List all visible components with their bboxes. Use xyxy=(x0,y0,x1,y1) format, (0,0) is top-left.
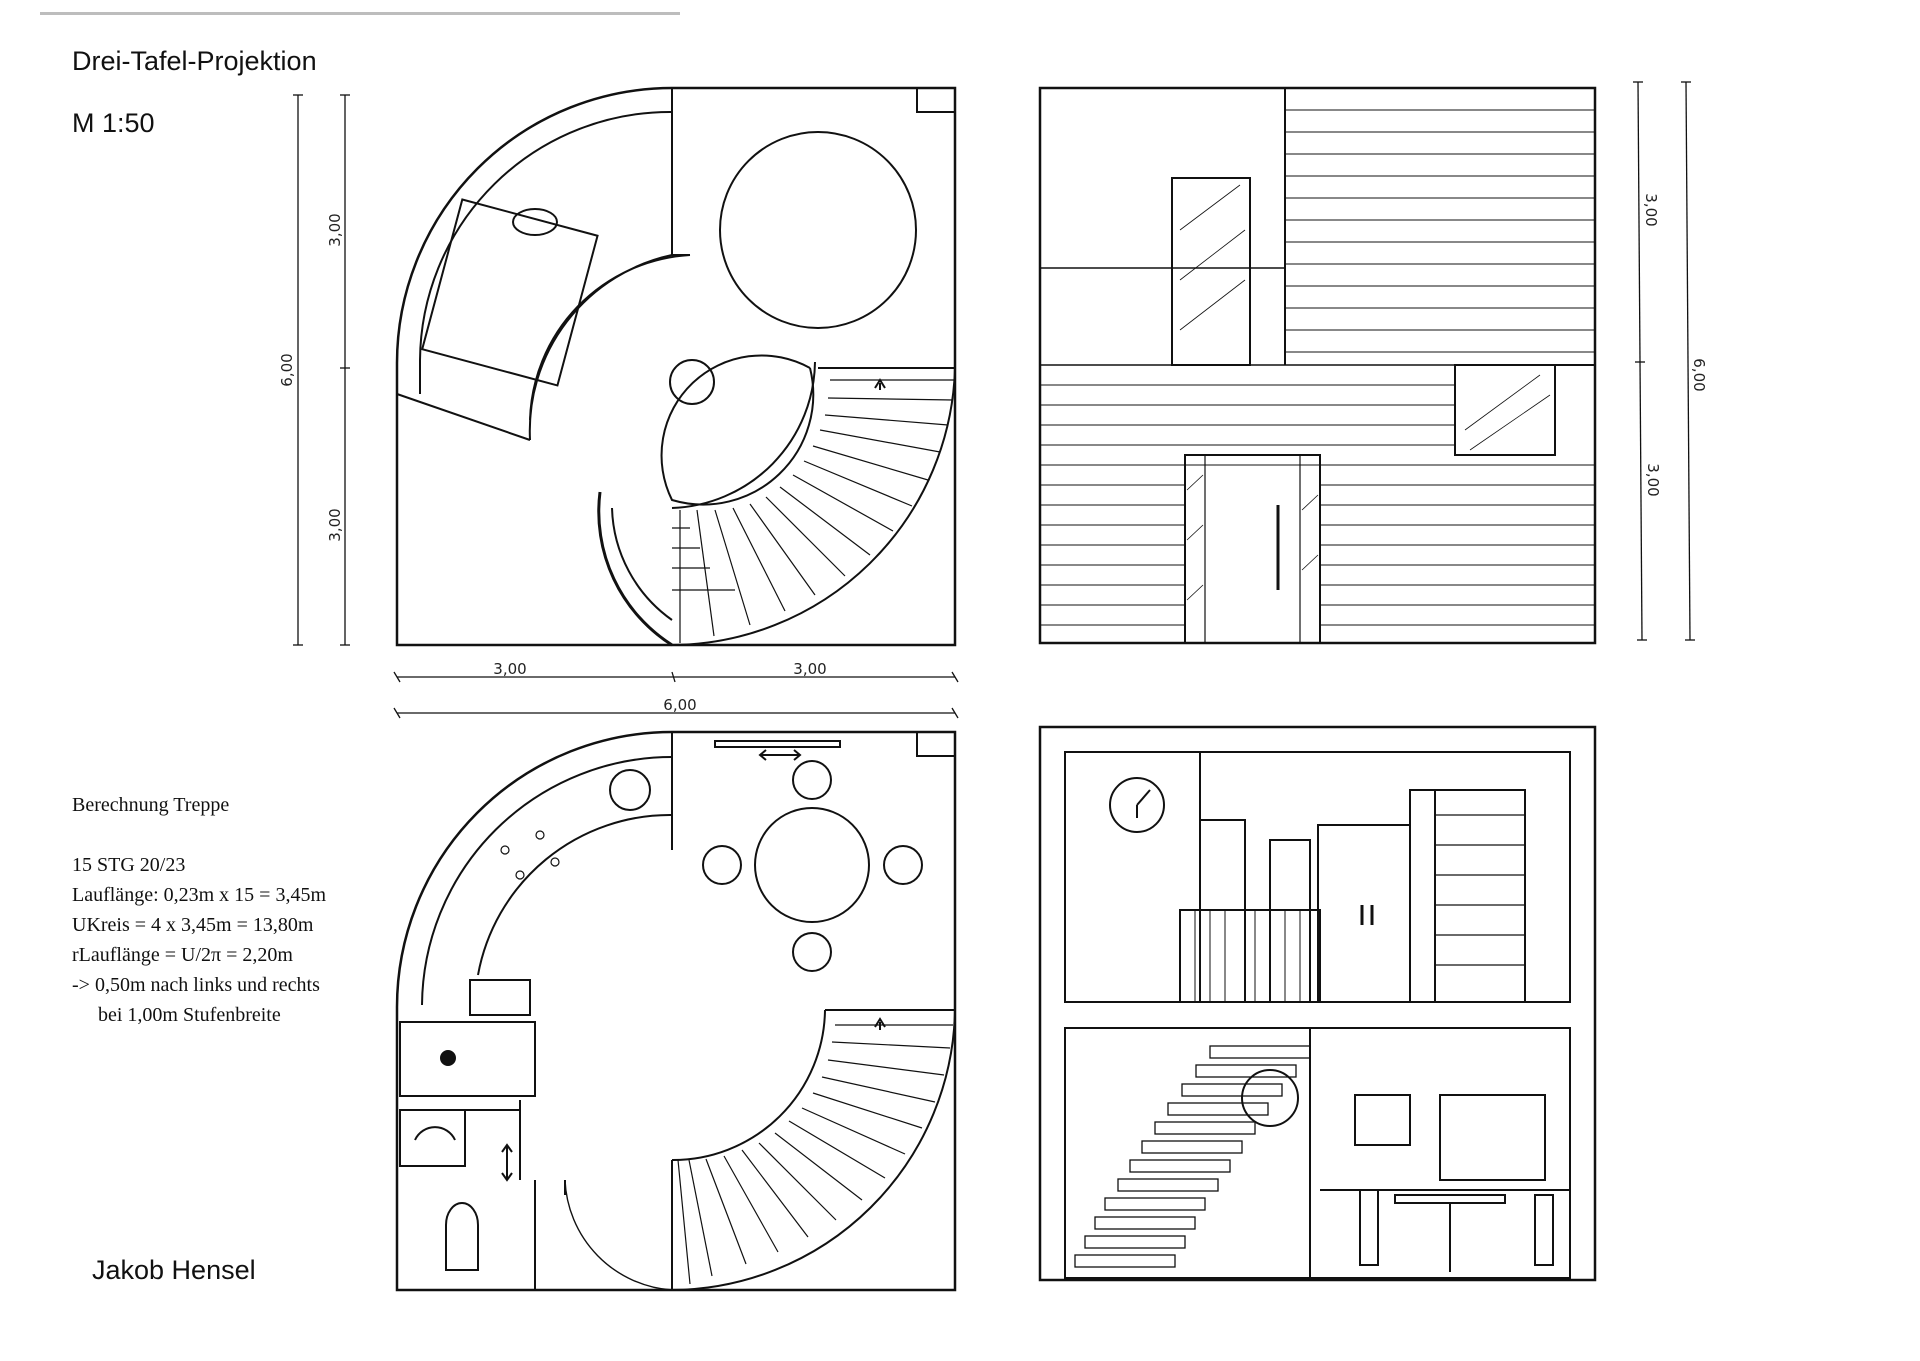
dim-elevation-vertical: 3,00 xyxy=(1642,193,1660,226)
side-table xyxy=(669,359,715,405)
pillow xyxy=(512,208,558,236)
fridge xyxy=(1439,1094,1546,1181)
column xyxy=(916,731,956,757)
dim-elevation-vertical: 3,00 xyxy=(1644,463,1662,496)
building-section xyxy=(1038,725,1597,1282)
washbasin-bowl xyxy=(414,1126,456,1141)
stair-direction-arrow-icon xyxy=(874,1017,886,1030)
chair xyxy=(702,845,742,885)
gallery-edge xyxy=(528,254,690,441)
dim-plan-vertical: 3,00 xyxy=(326,213,344,246)
sliding-arrow-icon xyxy=(758,749,802,761)
glass-hatching xyxy=(1179,184,1551,601)
stair-calculation: Berechnung Treppe 15 STG 20/23 Lauflänge… xyxy=(72,790,326,1030)
plan-dimension-lines xyxy=(293,94,959,719)
floating-stair-steps xyxy=(1074,1045,1311,1268)
calculation-line: Lauflänge: 0,23m x 15 = 3,45m xyxy=(72,884,327,906)
cooktop xyxy=(500,830,560,880)
plan-outline xyxy=(395,86,957,647)
washbasin xyxy=(399,1109,466,1167)
gallery-opening xyxy=(660,354,815,506)
lower-room xyxy=(1064,1027,1571,1279)
wall-clock xyxy=(1241,1069,1299,1127)
sheet-border-line xyxy=(40,12,680,15)
dining-table xyxy=(754,807,870,923)
chair xyxy=(883,845,923,885)
gallery-edge-inner xyxy=(529,254,691,421)
calculation-line: UKreis = 4 x 3,45m = 13,80m xyxy=(72,914,314,936)
calculation-line: bei 1,00m Stufenbreite xyxy=(98,1004,281,1026)
kitchen-counter-inner xyxy=(477,813,673,976)
dim-plan-total: 6,00 xyxy=(663,696,696,714)
author-name: Jakob Hensel xyxy=(92,1255,256,1285)
bathroom-cabinet xyxy=(399,1021,536,1097)
stair-curved-rail xyxy=(597,491,673,647)
plan-outline xyxy=(395,730,957,1292)
stair-treads xyxy=(677,1024,953,1285)
cabinet xyxy=(469,979,531,1016)
stair-outer-arc xyxy=(671,367,956,646)
toilet xyxy=(445,1202,479,1271)
dim-elevation-total: 6,00 xyxy=(1690,358,1708,391)
chair xyxy=(792,760,832,800)
gallery-railing xyxy=(1179,909,1321,1003)
fixture xyxy=(440,1050,456,1066)
floor-plan-upper xyxy=(395,86,957,647)
stair-inner-arc xyxy=(671,1009,826,1162)
wardrobe xyxy=(1317,824,1411,1003)
stair-direction-arrow-icon xyxy=(874,378,886,390)
dim-plan-vertical-total: 6,00 xyxy=(278,353,296,386)
calculation-line: rLauflänge = U/2π = 2,20m xyxy=(72,944,293,966)
window xyxy=(1454,364,1556,456)
door-sidelight xyxy=(1299,454,1321,644)
stair-inner-arc xyxy=(671,361,816,509)
dim-plan-horizontal: 3,00 xyxy=(793,660,826,678)
shelf-boards xyxy=(1435,814,1525,966)
calculation-line: 15 STG 20/23 xyxy=(72,854,186,876)
calculation-line: -> 0,50m nach links und rechts xyxy=(72,974,320,996)
wall-clock xyxy=(1109,777,1165,833)
window xyxy=(1171,177,1251,366)
sliding-arrow-icon xyxy=(501,1143,513,1182)
stair-curved-rail-inner xyxy=(611,507,673,621)
calculation-heading: Berechnung Treppe xyxy=(72,794,230,816)
kitchen-counter-outer xyxy=(421,756,673,1006)
curved-wall-inner xyxy=(419,110,673,394)
chair xyxy=(792,932,832,972)
door-sidelight xyxy=(1184,454,1206,644)
stair-treads xyxy=(672,379,955,643)
section-outline xyxy=(1038,725,1597,1282)
stair-outer-arc xyxy=(671,1009,956,1291)
sheet-scale: M 1:50 xyxy=(72,108,155,138)
chair xyxy=(1534,1194,1554,1266)
dim-plan-vertical: 3,00 xyxy=(326,508,344,541)
elevation-dimension-lines xyxy=(1633,81,1695,641)
front-elevation xyxy=(1038,86,1597,645)
cladding-lines xyxy=(1040,109,1595,626)
bookshelf xyxy=(1409,789,1526,1003)
round-rug xyxy=(719,131,917,329)
ladder xyxy=(1269,839,1311,1003)
door-swing xyxy=(564,1179,673,1291)
sink xyxy=(609,769,651,811)
bed xyxy=(420,198,599,387)
dim-plan-horizontal: 3,00 xyxy=(493,660,526,678)
kitchen-cabinet xyxy=(1354,1094,1411,1146)
chair xyxy=(1359,1189,1379,1266)
dining-table xyxy=(1394,1194,1506,1204)
railing-balusters xyxy=(1194,910,1301,1002)
sliding-door xyxy=(714,740,841,748)
column xyxy=(916,87,956,113)
sheet-title: Drei-Tafel-Projektion xyxy=(72,46,317,76)
floor-edge xyxy=(396,393,531,441)
floor-plan-ground xyxy=(395,730,957,1292)
